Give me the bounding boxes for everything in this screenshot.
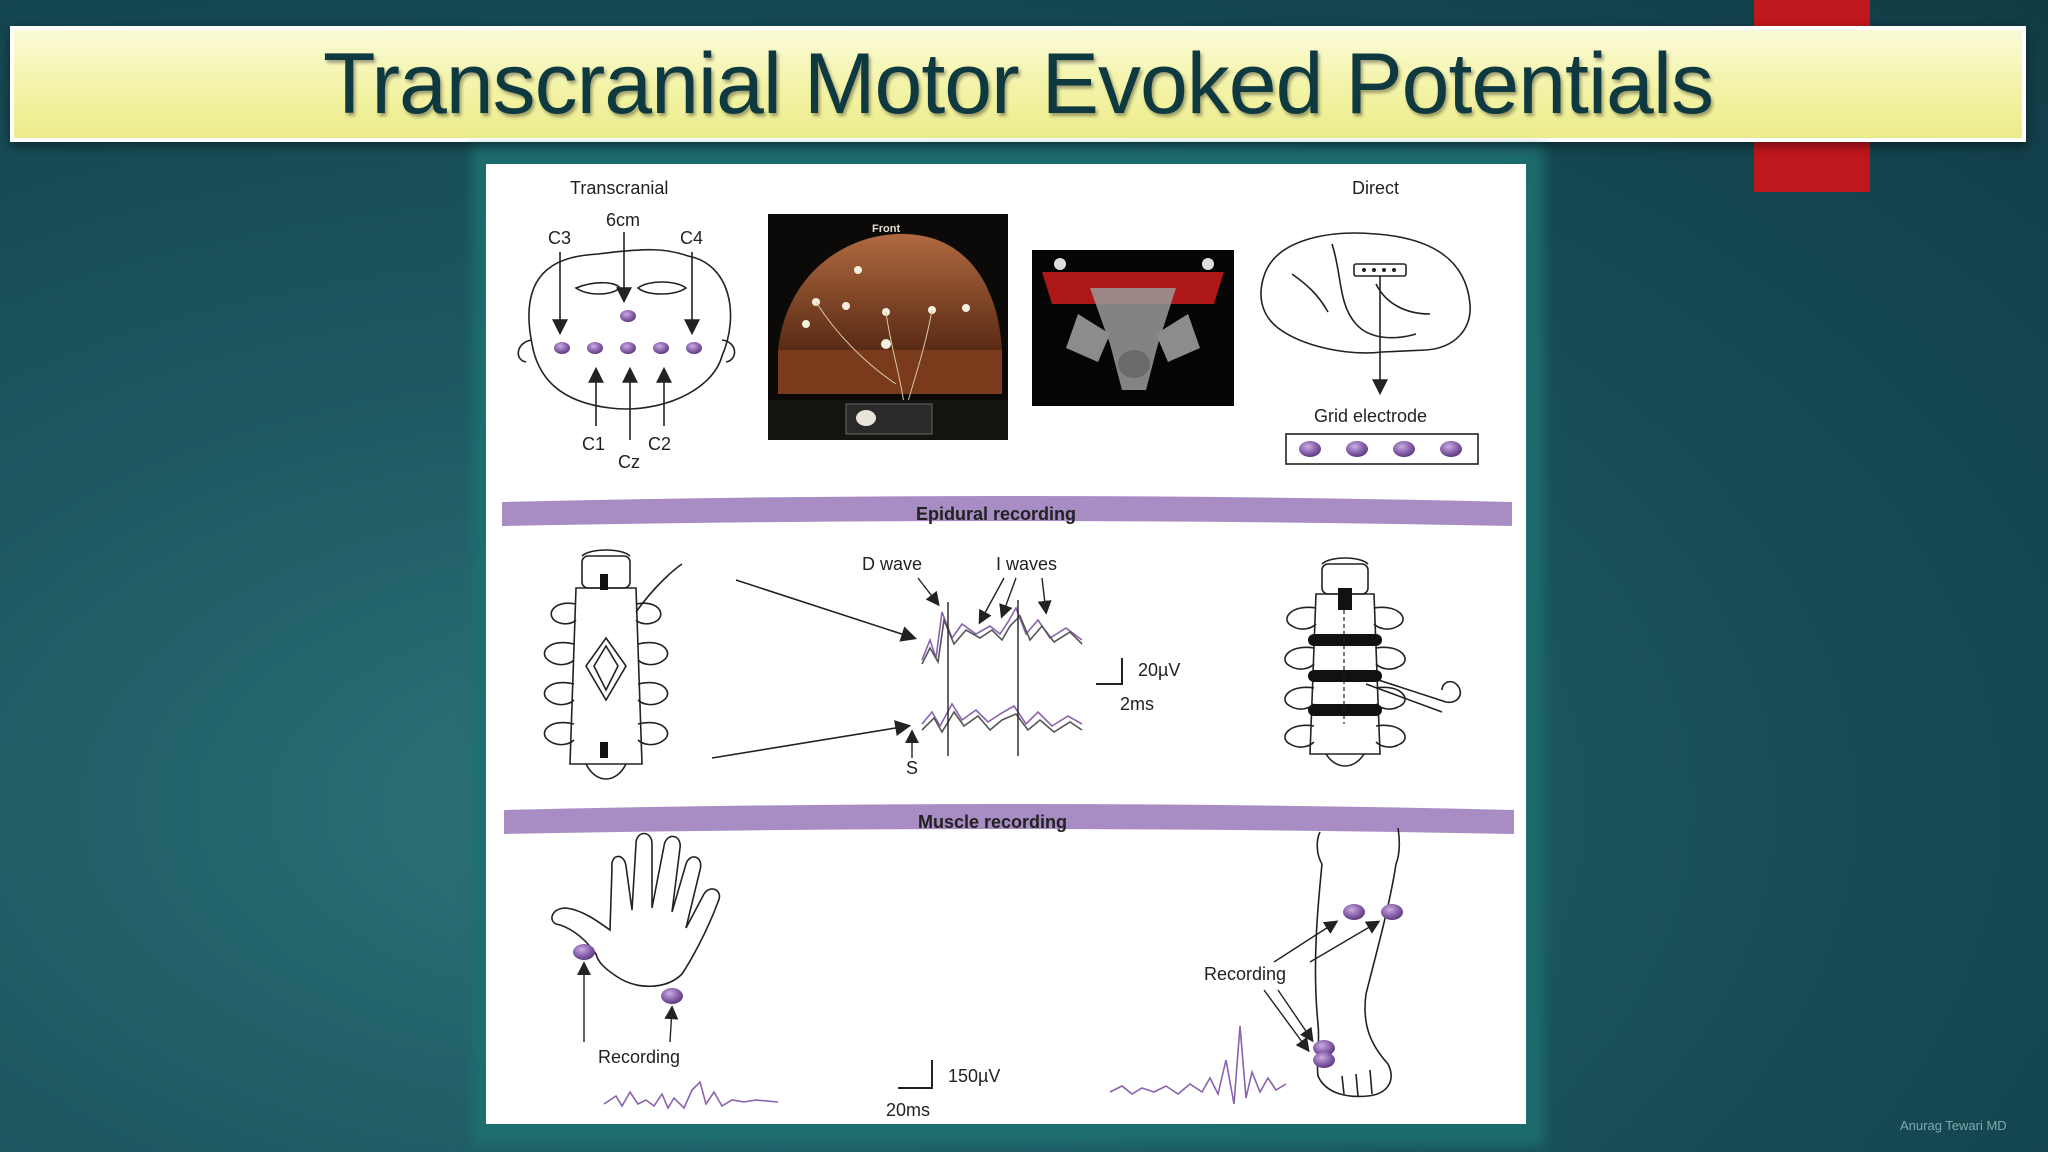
- electrode-c2-label: C2: [648, 434, 671, 454]
- spine-right-electrodes: [1308, 588, 1382, 716]
- author-watermark: Anurag Tewari MD: [1900, 1118, 2007, 1133]
- epidural-waveform-upper: [921, 606, 1083, 665]
- muscle-scale-voltage: 150µV: [948, 1066, 1000, 1086]
- figure-panel: Transcranial 6cm C3 C4 C1 C2: [486, 164, 1526, 1124]
- title-bar: Transcranial Motor Evoked Potentials: [10, 26, 2026, 142]
- hand-recording-arrows: [577, 961, 679, 1043]
- hand-diagram: [551, 832, 721, 987]
- photo-front-label: Front: [872, 223, 900, 235]
- figure-svg: Transcranial 6cm C3 C4 C1 C2: [502, 178, 1514, 1120]
- electrode-c3-label: C3: [548, 228, 571, 248]
- transcranial-label: Transcranial: [570, 178, 668, 198]
- i-waves-label: I waves: [996, 554, 1057, 574]
- distance-label: 6cm: [606, 210, 640, 230]
- scalp-photo: Front: [768, 214, 1008, 440]
- head-electrodes: [554, 310, 702, 354]
- stimulus-label: S: [906, 758, 918, 778]
- grid-mini-dots: [1362, 268, 1396, 272]
- d-wave-label: D wave: [862, 554, 922, 574]
- spine-left-dark: [600, 574, 608, 758]
- leg-emg-trace: [1109, 1025, 1287, 1105]
- direct-label: Direct: [1352, 178, 1399, 198]
- leg-recording-arrows: [1263, 920, 1381, 1053]
- electrode-c4-label: C4: [680, 228, 703, 248]
- electrode-c1-label: C1: [582, 434, 605, 454]
- epidural-scale-bar: [1096, 658, 1123, 685]
- muscle-scale-bar: [898, 1060, 933, 1089]
- leg-electrodes: [1313, 904, 1403, 1068]
- epidural-waveform-lower: [921, 702, 1083, 734]
- muscle-band: Muscle recording: [504, 804, 1514, 834]
- epidural-scale-voltage: 20µV: [1138, 660, 1180, 680]
- slide-title: Transcranial Motor Evoked Potentials: [322, 35, 1714, 132]
- hand-recording-label: Recording: [598, 1047, 680, 1067]
- muscle-scale-time: 20ms: [886, 1100, 930, 1120]
- grid-electrode-label: Grid electrode: [1314, 406, 1427, 426]
- spine-3d-image: [1032, 250, 1234, 406]
- spine-diagram-right: [1284, 557, 1462, 767]
- epidural-band: Epidural recording: [502, 496, 1512, 526]
- head-arrows: [552, 232, 700, 440]
- brain-diagram: [1260, 232, 1471, 354]
- stimulus-markers: [905, 600, 1019, 758]
- leg-recording-label: Recording: [1204, 964, 1286, 984]
- epidural-scale-time: 2ms: [1120, 694, 1154, 714]
- spine-diagram-left: [543, 549, 683, 780]
- head-diagram: [517, 248, 736, 410]
- hand-electrodes: [573, 944, 683, 1004]
- electrode-cz-label: Cz: [618, 452, 640, 472]
- epidural-band-label: Epidural recording: [916, 504, 1076, 524]
- grid-electrode: [1285, 433, 1479, 465]
- leg-diagram: [1314, 827, 1401, 1098]
- muscle-band-label: Muscle recording: [918, 812, 1067, 832]
- wave-label-arrows: [917, 577, 1052, 625]
- hand-emg-trace: [603, 1080, 779, 1110]
